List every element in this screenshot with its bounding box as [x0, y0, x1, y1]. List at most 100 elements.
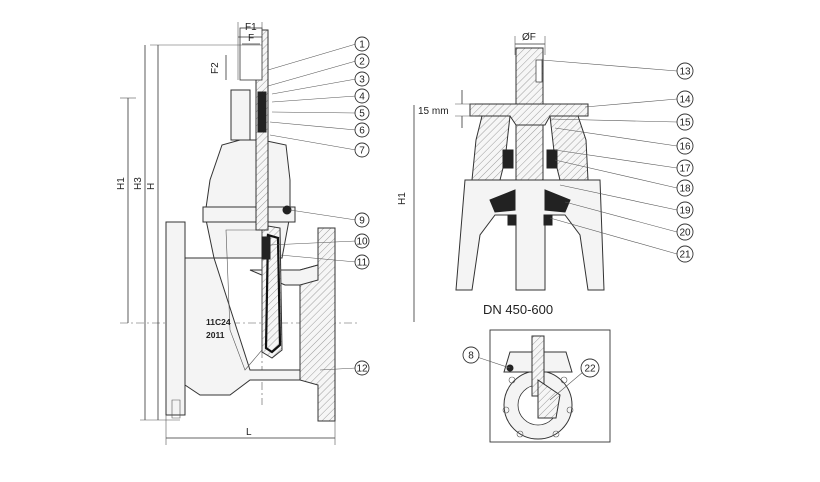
detail-bonnet-right	[549, 115, 589, 181]
stem-nut-section	[261, 236, 271, 260]
svg-text:14: 14	[679, 95, 691, 106]
svg-text:3: 3	[359, 75, 365, 86]
svg-text:13: 13	[679, 67, 691, 78]
leader-10	[269, 240, 357, 246]
dim-l: L	[246, 427, 252, 438]
flange-bolt	[171, 399, 181, 419]
callout-9: 9	[354, 212, 370, 228]
dim-h1-right: H1	[397, 192, 408, 205]
leader-21	[549, 217, 678, 255]
callout-14: 14	[676, 90, 694, 108]
bolt-hole-3	[502, 406, 510, 414]
svg-text:10: 10	[356, 237, 368, 248]
callout-13: 13	[676, 62, 694, 80]
leader-19	[559, 184, 678, 211]
leader-18	[554, 159, 678, 189]
callout-21: 21	[676, 245, 694, 263]
wedge-rubber	[264, 233, 282, 354]
leader-11	[279, 254, 357, 263]
leader-3	[271, 78, 357, 95]
bolt-hole-1	[508, 376, 516, 384]
svg-text:2: 2	[359, 57, 365, 68]
svg-text:8: 8	[468, 351, 474, 362]
svg-text:16: 16	[679, 142, 691, 153]
svg-text:4: 4	[359, 92, 365, 103]
svg-text:9: 9	[359, 216, 365, 227]
svg-text:5: 5	[359, 109, 365, 120]
leader-4	[271, 95, 357, 103]
stem-nut	[230, 89, 251, 141]
detail-title: DN 450-600	[483, 302, 553, 317]
callout-22: 22	[580, 358, 600, 378]
leader-14	[584, 98, 678, 108]
detail-ring-left	[507, 214, 517, 226]
leader-13	[541, 59, 678, 72]
bolt-hole-5	[516, 430, 524, 438]
leader-12	[319, 367, 357, 371]
detail-view-dn450-600: ØF 15 mm H1 DN 450-600	[397, 32, 605, 322]
leader-17	[554, 149, 678, 169]
svg-text:17: 17	[679, 164, 691, 175]
bolt-hole-4	[566, 406, 574, 414]
leader-22	[549, 371, 584, 401]
svg-text:18: 18	[679, 184, 691, 195]
leader-9	[289, 209, 357, 221]
detail-key	[535, 59, 543, 83]
callout-10: 10	[354, 233, 370, 249]
detail-ring-right	[543, 214, 553, 226]
svg-text:22: 22	[584, 364, 596, 375]
svg-text:1: 1	[359, 40, 365, 51]
callout-4: 4	[354, 88, 370, 104]
leader-2	[267, 60, 357, 87]
bonnet-flange	[202, 206, 296, 223]
callout-16: 16	[676, 137, 694, 155]
detail-seal-left	[502, 149, 514, 169]
callout-17: 17	[676, 159, 694, 177]
callout-6: 6	[354, 122, 370, 138]
lower-body	[184, 257, 301, 396]
stem-cap	[239, 27, 263, 81]
callout-19: 19	[676, 201, 694, 219]
bolt-hole-2	[560, 376, 568, 384]
callout-18: 18	[676, 179, 694, 197]
right-flange	[299, 227, 336, 422]
svg-text:19: 19	[679, 206, 691, 217]
callout-7: 7	[354, 142, 370, 158]
marking-line2: 2011	[206, 330, 225, 340]
svg-text:21: 21	[679, 250, 691, 261]
callout-3: 3	[354, 71, 370, 87]
dim-h1: H1	[116, 177, 127, 190]
leader-7	[269, 134, 357, 151]
detail-gasket-right	[544, 189, 571, 213]
callout-12: 12	[354, 360, 370, 376]
bonnet-bolt	[282, 205, 292, 215]
svg-text:6: 6	[359, 126, 365, 137]
svg-text:7: 7	[359, 146, 365, 157]
dim-h: H	[146, 183, 157, 190]
left-flange	[165, 221, 186, 416]
callout-15: 15	[676, 113, 694, 131]
dim-f: F	[248, 33, 254, 44]
upper-body-right	[249, 264, 319, 286]
leader-6	[269, 121, 357, 131]
dim-h3: H3	[133, 177, 144, 190]
callout-2: 2	[354, 53, 370, 69]
callout-8: 8	[462, 346, 480, 364]
right-callouts: 13 14 15 16 17 18 19 20 21	[541, 59, 694, 263]
callout-11: 11	[354, 254, 370, 270]
detail-body	[455, 179, 605, 291]
leader-5	[271, 111, 357, 114]
leader-15	[549, 118, 678, 123]
dim-15mm: 15 mm	[418, 106, 449, 117]
leader-1	[267, 43, 357, 71]
svg-text:11: 11	[357, 258, 368, 269]
svg-text:15: 15	[679, 118, 691, 129]
dim-f2: F2	[210, 62, 221, 74]
bottom-detail-view: 8 22	[462, 329, 611, 443]
bolt-hole-6	[552, 430, 560, 438]
detail-seal-right	[546, 149, 558, 169]
o-ring-seals	[257, 91, 267, 133]
marking-line1: 11C24	[206, 317, 231, 327]
